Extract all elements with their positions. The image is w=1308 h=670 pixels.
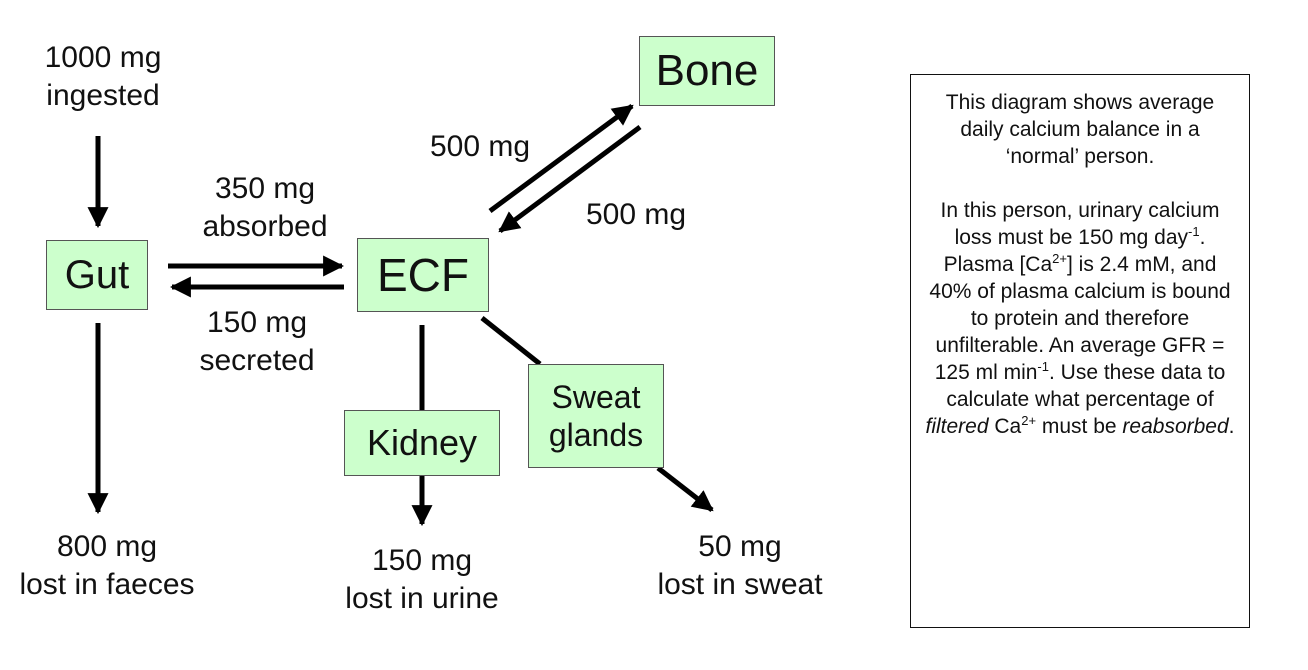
urine-label: 150 mg lost in urine bbox=[322, 542, 522, 618]
sweat-text: lost in sweat bbox=[657, 568, 823, 601]
gut-label: Gut bbox=[64, 252, 130, 297]
arrow-ecf-to-bone bbox=[488, 103, 634, 214]
bone-label: Bone bbox=[655, 46, 759, 95]
secreted-text: secreted bbox=[199, 344, 315, 377]
explanation-paragraph-1: This diagram shows average daily calcium… bbox=[945, 91, 1215, 168]
p2-sup-b: 2+ bbox=[1052, 251, 1067, 266]
sweat-glands-label-line2: glands bbox=[548, 417, 644, 453]
p2-text-a: In this person, urinary calcium loss mus… bbox=[940, 199, 1220, 249]
arrow-sweat-glands-to-sweat bbox=[656, 466, 714, 512]
to-bone-amount: 500 mg bbox=[429, 130, 531, 163]
ingested-text: ingested bbox=[46, 79, 160, 112]
absorbed-label: 350 mg absorbed bbox=[180, 170, 350, 246]
absorbed-amount: 350 mg bbox=[214, 172, 316, 205]
p2-text-c: ] is 2.4 mM, and 40% of plasma calcium i… bbox=[929, 253, 1231, 384]
urine-amount: 150 mg bbox=[371, 544, 473, 577]
sweat-amount: 50 mg bbox=[698, 530, 782, 563]
ecf-box: ECF bbox=[357, 238, 489, 312]
kidney-label: Kidney bbox=[366, 422, 478, 463]
kidney-box: Kidney bbox=[344, 410, 500, 476]
secreted-label: 150 mg secreted bbox=[172, 304, 342, 380]
sweat-glands-box: Sweat glands bbox=[528, 364, 664, 468]
from-bone-amount: 500 mg bbox=[585, 198, 687, 231]
faeces-amount: 800 mg bbox=[56, 530, 158, 563]
sweat-glands-label-line1: Sweat bbox=[551, 379, 641, 415]
ingested-label: 1000 mg ingested bbox=[18, 39, 188, 115]
p2-text-f: must be bbox=[1036, 415, 1123, 438]
p2-text-d: . Use these data to calculate what perce… bbox=[946, 361, 1226, 411]
p2-reabsorbed: reabsorbed bbox=[1122, 415, 1229, 438]
arrow-ecf-to-sweat-glands bbox=[480, 316, 542, 366]
explanation-box: This diagram shows average daily calcium… bbox=[910, 74, 1250, 628]
p2-text-e: Ca bbox=[988, 415, 1022, 438]
sweat-label: 50 mg lost in sweat bbox=[636, 528, 844, 604]
from-bone-label: 500 mg bbox=[566, 196, 706, 234]
gut-box: Gut bbox=[46, 240, 148, 310]
urine-text: lost in urine bbox=[345, 582, 499, 615]
secreted-amount: 150 mg bbox=[206, 306, 308, 339]
p2-sup-a: -1 bbox=[1188, 224, 1200, 239]
absorbed-text: absorbed bbox=[202, 210, 328, 243]
arrow-bone-to-ecf bbox=[498, 124, 642, 234]
p2-sup-e: 2+ bbox=[1021, 413, 1037, 428]
bone-box: Bone bbox=[639, 36, 775, 106]
ingested-amount: 1000 mg bbox=[44, 41, 162, 74]
p2-sup-c: -1 bbox=[1037, 359, 1049, 374]
faeces-text: lost in faeces bbox=[19, 568, 195, 601]
ecf-label: ECF bbox=[377, 249, 469, 301]
to-bone-label: 500 mg bbox=[410, 128, 550, 166]
explanation-paragraph-2: In this person, urinary calcium loss mus… bbox=[925, 197, 1235, 440]
p2-text-b: . Plasma [Ca bbox=[943, 226, 1206, 276]
p2-filtered: filtered bbox=[925, 415, 989, 438]
p2-text-g: . bbox=[1228, 415, 1235, 438]
faeces-label: 800 mg lost in faeces bbox=[0, 528, 214, 604]
